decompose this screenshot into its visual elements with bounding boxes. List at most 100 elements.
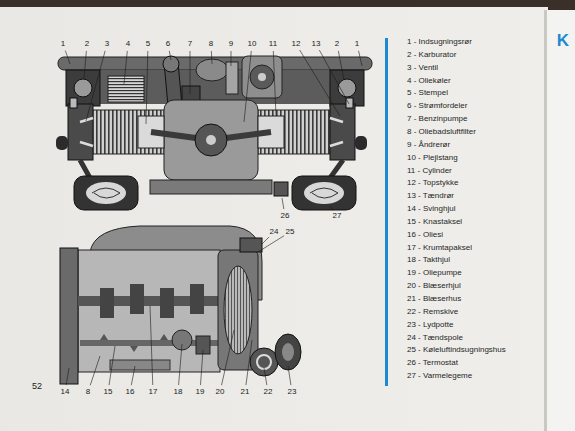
callout-number: 14 [61, 388, 70, 396]
callout-number: 10 [248, 40, 257, 48]
leader-line [66, 368, 69, 385]
leader-line [200, 350, 203, 385]
parts-list-item: 6 - Strømfordeler [407, 102, 467, 110]
parts-list-item: 11 - Cylinder [407, 167, 452, 175]
leader-line [211, 51, 213, 64]
leader-line [300, 50, 340, 116]
engine-side-section [100, 288, 114, 318]
leader-line [264, 368, 267, 385]
callout-number: 18 [174, 388, 183, 396]
callout-number: 24 [270, 228, 279, 236]
parts-list-item: 2 - Karburator [407, 51, 456, 59]
parts-list-item: 27 - Varmelegeme [407, 372, 472, 380]
engine-side-section [190, 284, 204, 314]
engine-top-section [70, 98, 77, 108]
leader-line [222, 330, 234, 385]
engine-top-section [150, 180, 272, 194]
callout-number: 11 [269, 40, 277, 48]
page-ground [544, 10, 547, 431]
page-ground [385, 38, 388, 386]
callout-number: 16 [126, 388, 135, 396]
leader-line [190, 51, 191, 94]
leader-line [359, 51, 362, 66]
engine-top-section [80, 160, 343, 178]
engine-side-section [110, 360, 170, 370]
engine-top-section [74, 79, 92, 97]
callout-number: 7 [188, 40, 192, 48]
parts-list-item: 21 - Blæserhus [407, 295, 461, 303]
page-ground [0, 7, 548, 431]
callout-number: 6 [166, 40, 170, 48]
engine-side-section [257, 355, 271, 369]
engine-top-section [355, 136, 367, 150]
leader-line [246, 340, 252, 385]
engine-side-section [60, 248, 78, 384]
engine-top-section [346, 98, 353, 108]
parts-list-item: 8 - Oliebadsluftfilter [407, 128, 476, 136]
leader-line [84, 51, 86, 78]
leader-line [169, 51, 171, 60]
leader-line [244, 51, 251, 122]
callout-number: 21 [241, 388, 250, 396]
parts-list-item: 7 - Benzinpumpe [407, 115, 467, 123]
leader-line [150, 306, 153, 385]
parts-list-item: 25 - Køleluftindsugningshus [407, 346, 506, 354]
engine-side-section [130, 284, 144, 314]
engine-top-section [108, 76, 144, 102]
callout-number: 17 [149, 388, 158, 396]
parts-list-item: 16 - Oliesi [407, 231, 443, 239]
engine-top-section [92, 188, 120, 198]
parts-list-item: 12 - Topstykke [407, 179, 458, 187]
engine-top-section [195, 124, 227, 156]
callout-number: 5 [146, 40, 150, 48]
engine-top-section [226, 62, 238, 94]
callout-number: 19 [196, 388, 205, 396]
engine-side-section [160, 288, 174, 318]
engine-top-section [258, 73, 266, 81]
parts-list-item: 22 - Remskive [407, 308, 458, 316]
leader-line [131, 366, 135, 385]
engine-top-section [68, 104, 93, 160]
leader-line [288, 366, 291, 385]
callout-number: 26 [281, 212, 290, 220]
engine-side-section [250, 348, 278, 376]
leader-line [65, 51, 70, 64]
leader-line [86, 51, 105, 121]
parts-list-item: 24 - Tændspole [407, 334, 463, 342]
leader-line [330, 206, 333, 210]
leader-line [319, 50, 349, 104]
engine-top-section [56, 56, 372, 210]
parts-list-item: 9 - Åndrerør [407, 141, 450, 149]
parts-list-item: 10 - Plejlstang [407, 154, 458, 162]
engine-top-section [86, 182, 126, 204]
engine-top-section [250, 65, 274, 89]
engine-top-section [164, 100, 258, 180]
engine-side-section [218, 250, 258, 370]
leader-line [273, 51, 276, 116]
engine-top-section [206, 135, 216, 145]
parts-list-item: 4 - Oliekøler [407, 77, 451, 85]
engine-top-section [310, 188, 338, 198]
leader-line [258, 236, 284, 252]
engine-top-section [74, 176, 138, 210]
parts-list-item: 5 - Stempel [407, 89, 448, 97]
engine-top-section [56, 136, 68, 150]
parts-list-item: 13 - Tændrør [407, 192, 454, 200]
engine-top-section [242, 56, 282, 98]
parts-list-item: 15 - Knastaksel [407, 218, 462, 226]
leader-line [231, 51, 232, 66]
callout-number: 3 [105, 40, 109, 48]
engine-top-section [338, 79, 356, 97]
callout-number: 25 [286, 228, 295, 236]
engine-top-section [330, 104, 355, 160]
callout-number: 4 [126, 40, 130, 48]
callout-number: 15 [104, 388, 113, 396]
callout-number: 8 [86, 388, 90, 396]
callout-number: 20 [216, 388, 225, 396]
callout-number: 22 [264, 388, 273, 396]
page-ground [546, 10, 575, 431]
engine-side-section [240, 238, 262, 252]
parts-list-item: 26 - Termostat [407, 359, 458, 367]
